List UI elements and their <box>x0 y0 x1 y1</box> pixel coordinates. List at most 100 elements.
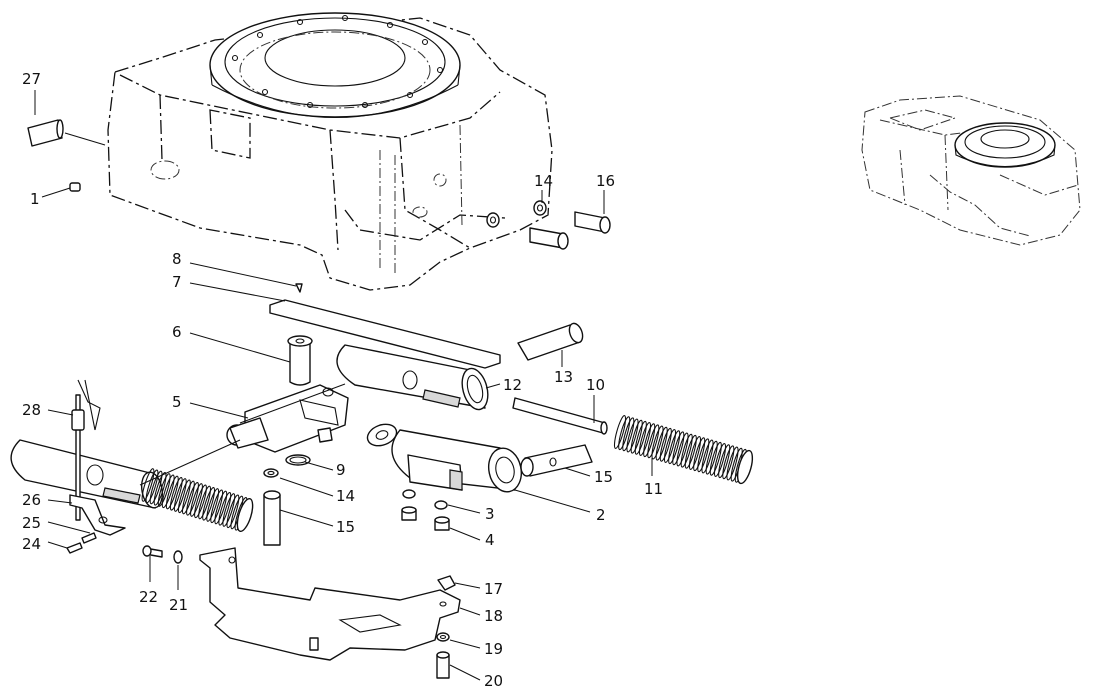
spring-coil <box>153 471 167 506</box>
spring-coil <box>226 494 240 529</box>
callout-4: 4 <box>485 531 495 549</box>
part-2-cylinder <box>366 423 523 493</box>
spring-coil <box>680 433 693 468</box>
callout-labels: 27 1 14 16 8 7 6 5 9 14 15 12 13 10 11 1… <box>22 70 663 690</box>
part-7-strip <box>269 299 501 369</box>
callout-9: 9 <box>336 461 346 479</box>
spring-coil <box>713 443 727 477</box>
spring-coil <box>218 491 232 526</box>
part-spring-left <box>141 468 254 533</box>
callout-6: 6 <box>172 323 182 341</box>
spring-coil <box>169 476 183 511</box>
callout-24: 27 <box>22 70 41 88</box>
spring-coil <box>663 429 677 463</box>
part-23-screw <box>142 545 163 558</box>
part-17-cap-screw <box>529 211 611 250</box>
spring-coil <box>161 474 175 509</box>
spring-coil <box>676 432 689 467</box>
part-5-lever <box>226 384 349 453</box>
spring-coil <box>668 430 681 465</box>
part-25-26-screws <box>66 516 108 554</box>
spring-coil <box>626 418 639 453</box>
spring-coil <box>210 489 224 524</box>
spring-coil <box>655 426 668 461</box>
callout-22: 21 <box>169 596 188 614</box>
spring-coil <box>684 434 697 469</box>
spring-coil <box>705 440 718 475</box>
spring-coil <box>726 446 739 481</box>
spring-coil <box>165 475 179 510</box>
spring-coil <box>149 470 163 505</box>
part-24-pin <box>27 119 64 147</box>
spring-coil <box>206 488 220 522</box>
part-10-rod <box>512 397 608 435</box>
callout-20: 19 <box>484 640 503 658</box>
callout-26: 25 <box>22 514 41 532</box>
spring-coil <box>181 480 195 515</box>
callout-3: 3 <box>485 505 495 523</box>
callout-17: 16 <box>596 172 615 190</box>
spring-coil <box>173 478 187 512</box>
spring-coil <box>222 493 236 527</box>
part-27-bracket <box>69 494 126 536</box>
part-14-washer-lower <box>263 468 279 478</box>
spring-coil <box>141 468 155 502</box>
spring-coil <box>622 417 635 452</box>
spring-coil <box>194 484 207 519</box>
callout-14-lower: 14 <box>336 487 355 505</box>
spring-coil <box>659 427 672 462</box>
spring-end <box>736 449 754 485</box>
part-19-plate <box>199 547 461 661</box>
part-28-sensor <box>71 379 101 521</box>
part-6-bushing <box>287 335 313 386</box>
spring-coil <box>638 422 652 456</box>
callout-11: 11 <box>644 480 663 498</box>
callout-1: 1 <box>30 190 40 208</box>
part-16-pin <box>520 444 593 477</box>
spring-coil <box>697 438 710 473</box>
part-20-washer <box>436 632 450 642</box>
callout-15: 15 <box>336 518 355 536</box>
spring-coil <box>701 439 714 474</box>
spring-coil <box>693 437 706 472</box>
callout-13: 13 <box>554 368 573 386</box>
part-1-plug <box>69 182 81 192</box>
spring-coil <box>643 423 656 458</box>
spring-coil <box>190 483 203 517</box>
part-12-sleeve <box>336 344 489 411</box>
part-13-pin <box>517 322 584 361</box>
spring-coil <box>688 436 702 470</box>
part-15-cap-screw <box>263 490 281 546</box>
spring-coil <box>722 445 735 480</box>
part-21-screw <box>436 651 450 679</box>
spring-coil <box>186 481 199 516</box>
callout-8: 8 <box>172 250 182 268</box>
callout-28: 28 <box>22 401 41 419</box>
callout-18: 17 <box>484 580 503 598</box>
spring-coil <box>157 473 171 507</box>
part-22-washer <box>173 550 183 564</box>
part-3-washer <box>402 489 448 510</box>
part-4-screw <box>401 506 450 531</box>
spring-coil <box>718 444 731 479</box>
part-18-fitting <box>437 575 456 591</box>
spring-coil <box>651 425 664 460</box>
part-11-spring <box>613 415 754 485</box>
part-8-screw <box>295 283 303 293</box>
spring-coil <box>198 485 212 520</box>
spring-coil <box>647 424 660 459</box>
callout-7: 7 <box>172 273 182 291</box>
spring-coil <box>177 479 191 514</box>
callout-16: 15 <box>594 468 613 486</box>
callout-19: 18 <box>484 607 503 625</box>
spring-coil <box>145 469 159 504</box>
spring-coil <box>618 416 631 451</box>
spring-coil <box>672 431 685 466</box>
part-14-washer-upper <box>486 200 547 228</box>
callout-25: 24 <box>22 535 41 553</box>
callout-14-upper: 14 <box>534 172 553 190</box>
spring-coil <box>214 490 228 525</box>
part-9-o-ring <box>285 454 311 466</box>
overview-housing <box>861 95 1081 246</box>
